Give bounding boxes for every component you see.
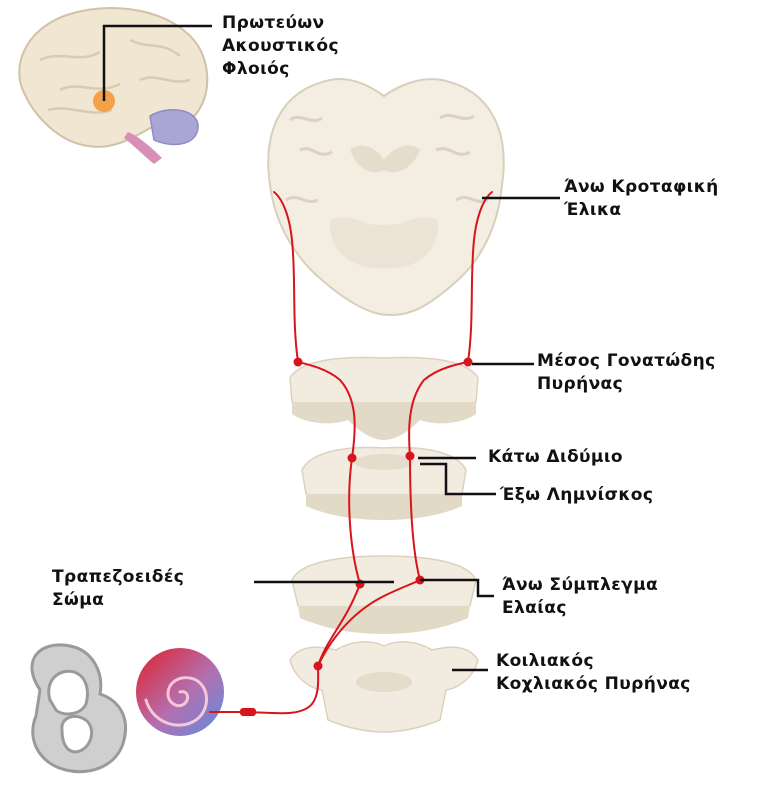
label-line: Κάτω Διδύμιο (488, 446, 623, 469)
label-line: Πυρήνας (537, 373, 716, 396)
label-trapezoid-body: Τραπεζοειδές Σώμα (52, 566, 184, 612)
label-line: Ελαίας (502, 597, 658, 620)
label-superior-olivary-complex: Άνω Σύμπλεγμα Ελαίας (502, 574, 658, 620)
inner-ear-icon (32, 645, 126, 772)
label-line: Ακουστικός (222, 35, 339, 58)
label-primary-auditory-cortex: Πρωτεύων Ακουστικός Φλοιός (222, 12, 339, 81)
label-line: Έλικα (564, 199, 719, 222)
cochlea-icon (136, 648, 224, 736)
label-line: Φλοιός (222, 58, 339, 81)
label-line: Έξω Λημνίσκος (500, 484, 653, 507)
label-superior-temporal-gyrus: Άνω Κροταφική Έλικα (564, 176, 719, 222)
label-inferior-colliculus: Κάτω Διδύμιο (488, 446, 623, 469)
brain-icon (19, 8, 207, 164)
label-line: Άνω Κροταφική (564, 176, 719, 199)
midbrain-slice-upper (290, 358, 478, 440)
label-line: Πρωτεύων (222, 12, 339, 35)
label-lateral-lemniscus: Έξω Λημνίσκος (500, 484, 653, 507)
label-line: Μέσος Γονατώδης (537, 350, 716, 373)
label-medial-geniculate-nucleus: Μέσος Γονατώδης Πυρήνας (537, 350, 716, 396)
label-line: Άνω Σύμπλεγμα (502, 574, 658, 597)
label-ventral-cochlear-nucleus: Κοιλιακός Κοχλιακός Πυρήνας (496, 650, 691, 696)
label-line: Κοχλιακός Πυρήνας (496, 673, 691, 696)
label-line: Σώμα (52, 589, 184, 612)
coronal-brain-section (268, 79, 503, 315)
label-line: Τραπεζοειδές (52, 566, 184, 589)
label-line: Κοιλιακός (496, 650, 691, 673)
